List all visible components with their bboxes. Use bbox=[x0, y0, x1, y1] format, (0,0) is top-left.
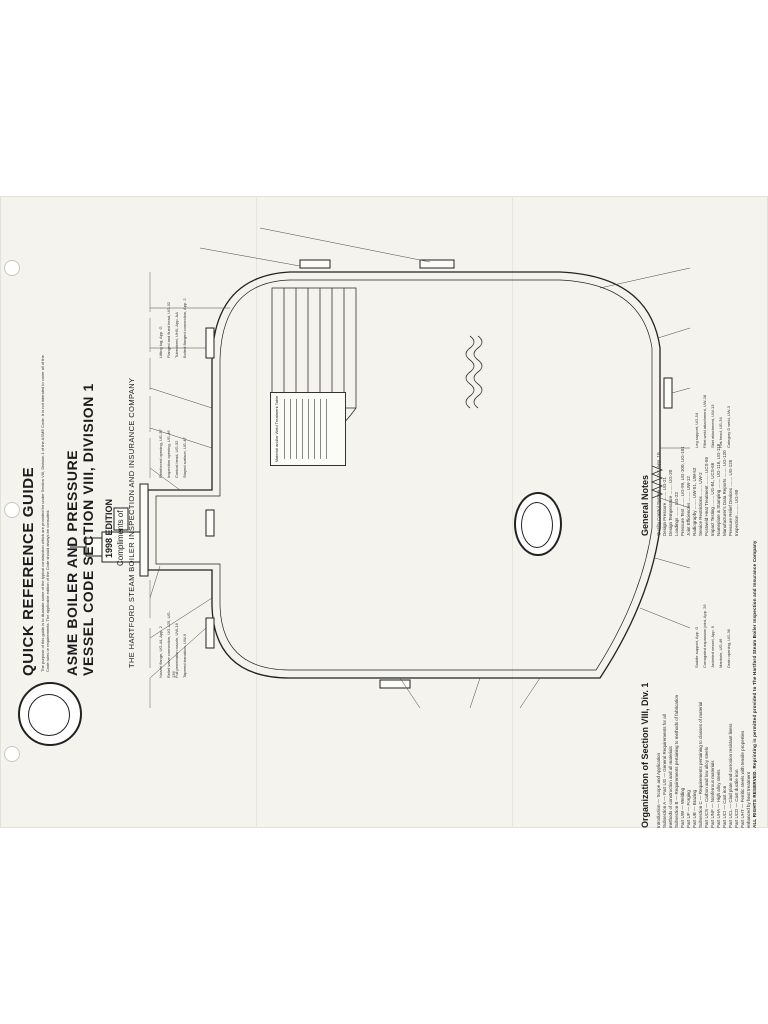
subtitle-line-2: VESSEL CODE SECTION VIII, DIVISION 1 bbox=[80, 383, 96, 676]
callout: Tapered transition, UW-9 bbox=[182, 633, 187, 678]
compliments-label: Compliments of bbox=[116, 510, 125, 566]
document-subtitle: ASME BOILER AND PRESSURE VESSEL CODE SEC… bbox=[64, 276, 96, 676]
general-notes-list: Quality Control System ........ U-2, App… bbox=[656, 236, 740, 536]
edition-label: 1998 EDITION bbox=[104, 498, 114, 558]
nozzle-flange bbox=[205, 509, 215, 537]
leader-lines bbox=[149, 227, 691, 709]
rotated-page: Material and/or Weld Treatment Table QUI… bbox=[0, 196, 768, 828]
document-sheet: Material and/or Weld Treatment Table QUI… bbox=[0, 196, 768, 828]
coil bbox=[465, 335, 483, 409]
asme-seal bbox=[514, 492, 562, 556]
side-nozzle-flange bbox=[379, 679, 411, 689]
company-name: THE HARTFORD STEAM BOILER INSPECTION AND… bbox=[127, 377, 136, 668]
organization-list: Introduction — Scope and Application Sub… bbox=[656, 548, 752, 828]
general-note-line: Inspection ........ UG-90 bbox=[734, 489, 739, 536]
callout: Tubesheet, UHX, App. AA bbox=[174, 312, 179, 358]
intro-text: The purpose of this guide is to illustra… bbox=[40, 355, 50, 672]
material-table-title: Material and/or Weld Treatment Table bbox=[274, 395, 279, 463]
callout: Inspection opening, UG-46 bbox=[166, 430, 171, 478]
binder-hole bbox=[4, 746, 20, 762]
callout: Stayed surface, UG-47 bbox=[182, 437, 187, 478]
binder-hole bbox=[4, 260, 20, 276]
side-nozzle-flange bbox=[299, 259, 331, 269]
expansion-joint bbox=[650, 465, 664, 499]
callout: Full penetration nozzle, UW-16 bbox=[174, 623, 179, 678]
document-title: QUICK REFERENCE GUIDE bbox=[20, 466, 37, 676]
fold-line bbox=[512, 196, 513, 828]
rights-reserved-notice: ALL RIGHTS RESERVED. Reprinting is permi… bbox=[752, 540, 757, 828]
top-nozzle-flange bbox=[139, 483, 149, 577]
relief-valve bbox=[70, 507, 141, 563]
callout: Nozzle flange, UG-44, App. 2 bbox=[158, 626, 163, 678]
vessel-shell-inner bbox=[155, 279, 653, 671]
callout: Bolted flanged connection, App. 2 bbox=[182, 298, 187, 358]
nozzle-flange bbox=[205, 327, 215, 359]
binder-hole bbox=[4, 502, 20, 518]
general-notes-heading: General Notes bbox=[640, 474, 650, 536]
callout: Lifting lug, App. G bbox=[158, 326, 163, 358]
nozzle-flange bbox=[205, 617, 215, 649]
organization-heading: Organization of Section VIII, Div. 1 bbox=[640, 682, 650, 828]
fold-line bbox=[256, 196, 257, 828]
callout: Reinforced opening, UG-37 bbox=[158, 429, 163, 478]
callout: Conical head, UG-32 bbox=[174, 440, 179, 478]
vessel-shell-outline bbox=[147, 271, 661, 679]
pressure-vessel-diagram bbox=[70, 227, 691, 709]
side-nozzle-flange bbox=[419, 259, 455, 269]
callout: Flanged and flued head, UG-32 bbox=[166, 301, 171, 358]
subtitle-line-1: ASME BOILER AND PRESSURE bbox=[64, 449, 80, 676]
company-logo bbox=[18, 682, 82, 746]
material-table-box: Material and/or Weld Treatment Table bbox=[270, 392, 346, 466]
